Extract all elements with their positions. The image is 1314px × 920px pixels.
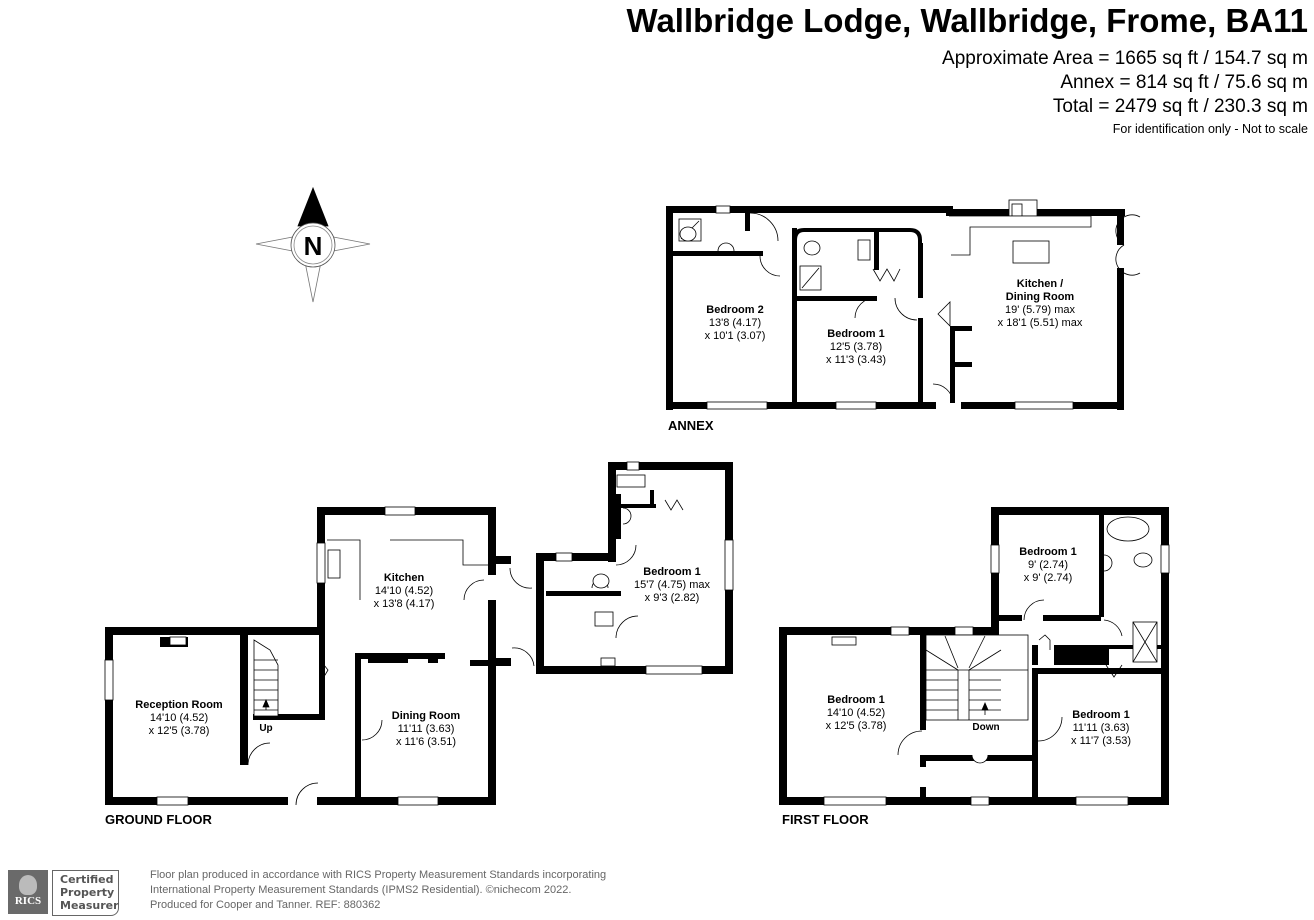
- ground-room-bedroom-1: Bedroom 1 15'7 (4.75) max x 9'3 (2.82): [633, 566, 711, 604]
- annex-label: ANNEX: [668, 418, 714, 433]
- north-compass-icon: N: [255, 186, 371, 303]
- stairs-up-label: Up: [259, 723, 273, 734]
- svg-text:N: N: [304, 231, 323, 261]
- first-floor-fixtures: [897, 516, 1158, 764]
- approximate-area: Approximate Area = 1665 sq ft / 154.7 sq…: [942, 48, 1308, 69]
- ground-room-kitchen: Kitchen 14'10 (4.52) x 13'8 (4.17): [373, 572, 435, 610]
- first-room-bedroom-1b: Bedroom 1 9' (2.74) x 9' (2.74): [1019, 546, 1077, 584]
- annex-room-kitchen-dining: Kitchen / Dining Room 19' (5.79) max x 1…: [997, 278, 1083, 329]
- footer-text: Floor plan produced in accordance with R…: [150, 869, 607, 911]
- annex-fixtures: [678, 199, 1141, 403]
- first-floor-windows: [823, 544, 1170, 806]
- rics-logo: RICS: [8, 870, 48, 914]
- annex-area: Annex = 814 sq ft / 75.6 sq m: [1060, 72, 1308, 93]
- scale-disclaimer: For identification only - Not to scale: [1112, 122, 1308, 136]
- ground-room-reception: Reception Room 14'10 (4.52) x 12'5 (3.78…: [135, 699, 223, 737]
- annex-room-bedroom-1: Bedroom 1 12'5 (3.78) x 11'3 (3.43): [826, 328, 886, 366]
- first-floor-label: FIRST FLOOR: [782, 812, 869, 827]
- stairs-down-label: Down: [972, 722, 1000, 733]
- ground-floor-label: GROUND FLOOR: [105, 812, 212, 827]
- property-title: Wallbridge Lodge, Wallbridge, Frome, BA1…: [626, 2, 1308, 39]
- ground-floor-windows: [104, 461, 734, 806]
- ground-floor-plan: [105, 462, 733, 805]
- annex-room-bedroom-2: Bedroom 2 13'8 (4.17) x 10'1 (3.07): [704, 304, 766, 342]
- ground-room-dining: Dining Room 11'11 (3.63) x 11'6 (3.51): [391, 710, 461, 748]
- footer: RICS Certified Property Measurer Floor p…: [0, 866, 660, 916]
- first-room-bedroom-1c: Bedroom 1 11'11 (3.63) x 11'7 (3.53): [1071, 709, 1131, 747]
- first-room-bedroom-1a: Bedroom 1 14'10 (4.52) x 12'5 (3.78): [825, 694, 887, 732]
- certified-property-measurer-badge: Certified Property Measurer: [52, 870, 119, 916]
- ground-floor-fixtures: [247, 474, 684, 806]
- total-area: Total = 2479 sq ft / 230.3 sq m: [1052, 96, 1308, 117]
- first-floor-plan: [779, 507, 1169, 805]
- rics-crest-icon: [19, 875, 37, 895]
